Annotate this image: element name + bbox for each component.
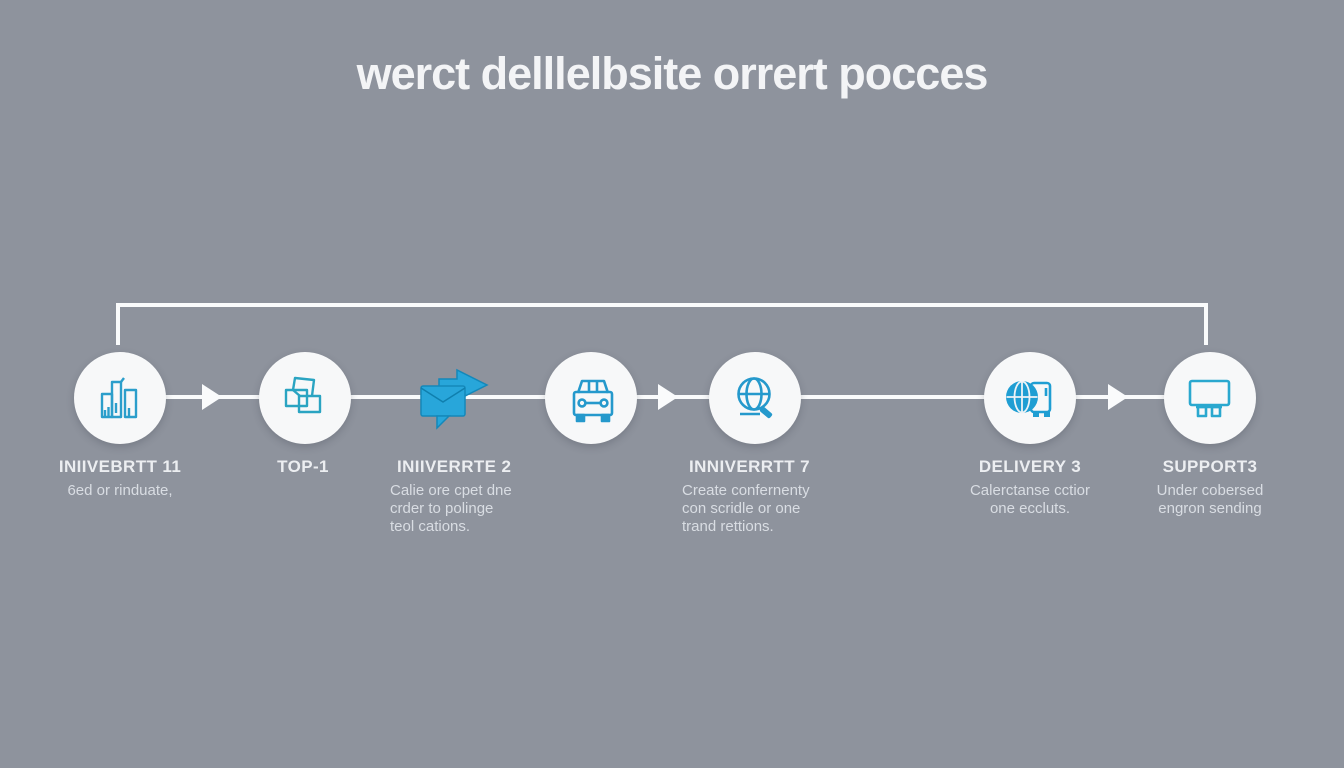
step-line: teol cations. <box>390 518 471 535</box>
arrow-right-icon <box>202 384 222 410</box>
step-circle-5 <box>709 352 801 444</box>
step-envelope <box>413 368 493 437</box>
step-label-1: INIIVEBRTT 11 6ed or rinduate, <box>30 457 210 500</box>
page-title: werct delllelbsite orrert pocces <box>356 48 989 99</box>
step-label-3: INIIVERRTE 2 Calie ore cpet dne crder to… <box>390 457 550 536</box>
car-icon <box>572 379 614 423</box>
step-line: 6ed or rinduate, <box>67 482 173 499</box>
step-line: one eccluts. <box>989 500 1071 517</box>
globe-package-icon <box>1006 380 1052 417</box>
step-heading: DELIVERY 3 <box>978 457 1082 476</box>
step-label-7: SUPPORT3 Under cobersed engron sending <box>1128 457 1292 518</box>
arrow-right-icon <box>658 384 678 410</box>
step-circle-2 <box>259 352 351 444</box>
step-heading: TOP-1 <box>277 457 329 476</box>
step-label-6: DELIVERY 3 Calerctanse cctior one ecclut… <box>950 457 1110 518</box>
feedback-loop-line <box>116 303 1208 345</box>
step-heading: INIIVERRTE 2 <box>397 457 512 476</box>
stacked-boxes-icon <box>284 376 322 414</box>
step-heading: INIIVEBRTT 11 <box>58 457 182 476</box>
step-heading: SUPPORT3 <box>1162 457 1258 476</box>
step-circle-1 <box>74 352 166 444</box>
step-circle-7 <box>1164 352 1256 444</box>
step-line: trand rettions. <box>682 518 774 535</box>
step-line: con scridle or one <box>682 500 801 517</box>
step-line: engron sending <box>1158 500 1262 517</box>
step-line: crder to polinge <box>390 500 494 517</box>
step-line: Under cobersed <box>1156 482 1264 499</box>
globe-search-icon <box>737 377 773 419</box>
step-label-5: INNIVERRTT 7 Create confernenty con scri… <box>682 457 852 536</box>
truck-icon <box>1188 379 1231 418</box>
step-label-2: TOP-1 <box>243 457 363 482</box>
step-circle-4 <box>545 352 637 444</box>
step-line: Calerctanse cctior <box>969 482 1091 499</box>
arrow-right-icon <box>1108 384 1128 410</box>
step-circle-6 <box>984 352 1076 444</box>
city-buildings-icon <box>100 377 138 419</box>
step-heading: INNIVERRTT 7 <box>689 457 810 476</box>
step-line: Create confernenty <box>682 482 810 499</box>
step-line: Calie ore cpet dne <box>390 482 512 499</box>
envelope-send-icon <box>420 368 489 430</box>
